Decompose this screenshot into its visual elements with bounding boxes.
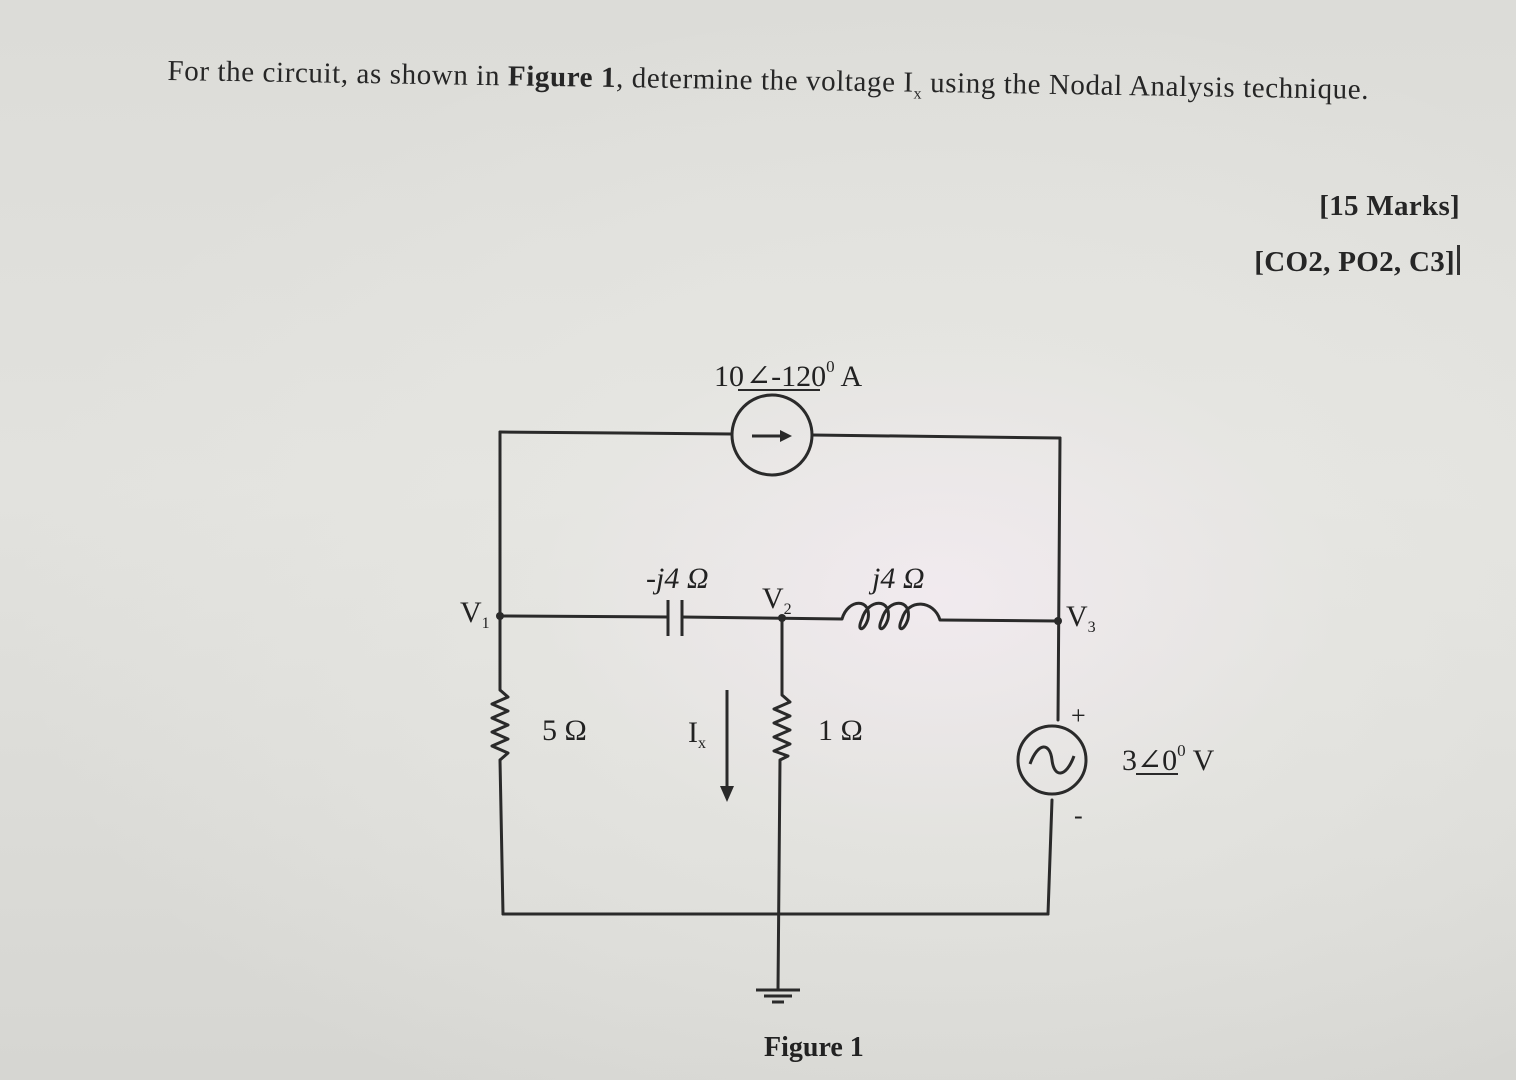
node-v3-dot	[1054, 617, 1062, 625]
marks-outcomes: [CO2, PO2, C3]	[1254, 246, 1455, 278]
resistor-1ohm-icon	[772, 693, 792, 762]
resistor-1-label: 1 Ω	[818, 714, 863, 747]
arrow-down-icon	[720, 690, 734, 802]
ix-label: Ix	[688, 716, 706, 752]
resistor-5-label: 5 Ω	[542, 714, 587, 747]
wire-right-upper	[1056, 436, 1062, 722]
marks-total: [15 Marks]	[1319, 190, 1460, 222]
capacitor-label: -j4 Ω	[646, 562, 709, 595]
marks-outcomes-line: [CO2, PO2, C3]	[1254, 234, 1460, 290]
inductor-label: j4 Ω	[868, 562, 925, 595]
wire-mid-right	[938, 618, 1060, 623]
ground-icon	[756, 988, 800, 1004]
wire-right-lower	[1046, 798, 1054, 916]
node-v1-label: V1	[460, 596, 490, 632]
current-source-icon	[730, 393, 814, 477]
marks-block: [15 Marks] [CO2, PO2, C3]	[1254, 178, 1460, 290]
ac-source-icon	[1016, 724, 1088, 796]
inductor-icon	[840, 601, 942, 631]
text-cursor	[1457, 245, 1460, 275]
node-v1-dot	[496, 612, 504, 620]
source-minus-label: -	[1074, 801, 1083, 830]
circuit-wires	[498, 430, 1062, 992]
resistor-icon	[490, 688, 510, 762]
wire-mid-center	[680, 615, 844, 621]
source-plus-label: +	[1071, 701, 1086, 730]
current-source-label: 10∠-1200 A	[714, 357, 862, 393]
wire-mid-left	[498, 614, 670, 619]
node-v2-dot	[778, 614, 786, 622]
voltage-source-label: 3∠00 V	[1122, 741, 1215, 777]
wire-left-lower	[498, 758, 505, 916]
wire-top-left	[498, 430, 734, 436]
wire-top-right	[810, 433, 1062, 440]
node-v3-label: V3	[1066, 600, 1096, 636]
figure-caption: Figure 1	[764, 1032, 864, 1063]
node-v2-label: V2	[762, 582, 792, 618]
capacitor-icon	[666, 600, 684, 636]
wire-center-lower	[776, 758, 782, 992]
